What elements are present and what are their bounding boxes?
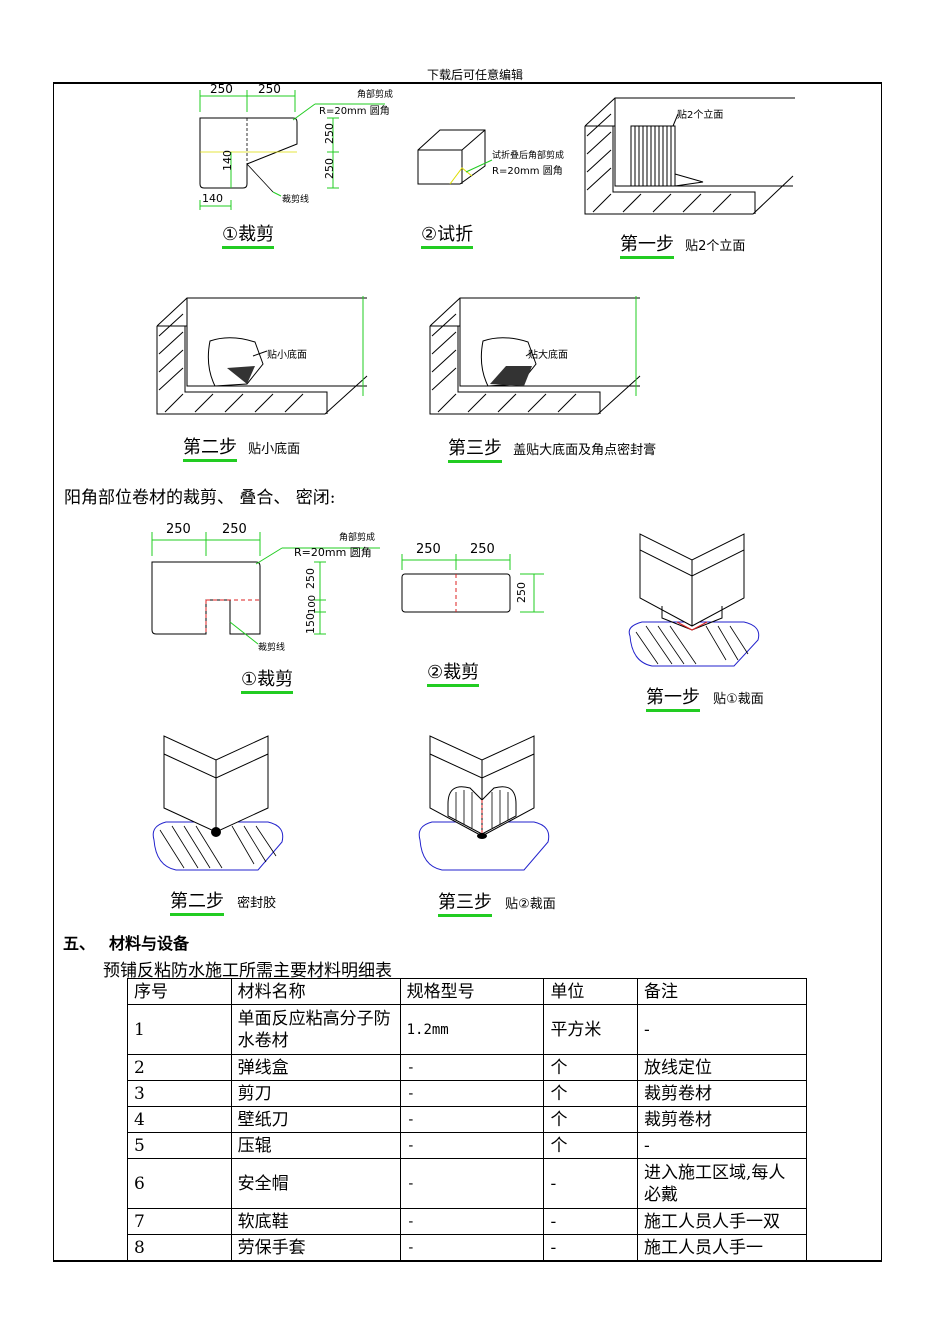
table-row: 1 单面反应粘高分子防水卷材 1.2mm 平方米 -: [127, 1004, 808, 1055]
inner-fold-diagram: 试折叠后角部剪成 R=20mm 圆角: [410, 120, 590, 200]
outer-step1-caption: 第一步 贴①裁面: [646, 683, 764, 712]
step2-label: 贴小底面: [267, 350, 307, 361]
note-corner: 角部剪成: [357, 90, 394, 100]
o1-dim-top-2: 250: [222, 522, 247, 537]
o1-note-corner: 角部剪成: [339, 533, 376, 543]
outer-cut1-caption: ①裁剪: [241, 665, 294, 694]
step3-label: 贴大底面: [528, 350, 568, 361]
table-header-row: 序号 材料名称 规格型号 单位 备注: [127, 978, 808, 1005]
dim-bottom: 140: [202, 192, 223, 205]
outer-corner-paragraph: 阳角部位卷材的裁剪、 叠合、 密闭:: [64, 488, 336, 508]
table-row: 8 劳保手套 - - 施工人员人手一: [127, 1234, 808, 1261]
o1-dim-top-1: 250: [166, 522, 191, 537]
section-number: 五、: [63, 934, 96, 953]
table-row: 6 安全帽 - - 进入施工区域,每人必戴: [127, 1158, 808, 1209]
table-row: 4 壁纸刀 - 个 裁剪卷材: [127, 1106, 808, 1133]
o1-dim-right-1: 250: [304, 568, 317, 589]
page-header-note: 下载后可任意编辑: [426, 68, 523, 82]
o2-dim-top-1: 250: [416, 542, 441, 557]
outer-cut1-diagram: 250 250 角部剪成 R=20mm 圆角 250 100 150 裁剪线: [150, 522, 390, 657]
outer-cut2-caption: ②裁剪: [427, 658, 480, 687]
o2-dim-top-2: 250: [470, 542, 495, 557]
header-cell: 材料名称: [230, 978, 401, 1005]
outer-step1-diagram: [622, 526, 772, 671]
inner-cut-caption: ①裁剪: [222, 220, 275, 249]
table-row: 7 软底鞋 - - 施工人员人手一双: [127, 1208, 808, 1235]
table-row: 2 弹线盒 - 个 放线定位: [127, 1054, 808, 1081]
inner-step1-caption: 第一步 贴2个立面: [620, 230, 745, 259]
inner-step3-caption: 第三步 盖贴大底面及角点密封膏: [448, 434, 656, 463]
fold-note-2: R=20mm 圆角: [492, 166, 563, 177]
header-cell: 规格型号: [399, 978, 545, 1005]
header-cell: 序号: [127, 978, 232, 1005]
dim-left-vertical: 140: [221, 150, 234, 171]
page-frame: [53, 82, 882, 1262]
inner-step2-caption: 第二步 贴小底面: [183, 433, 300, 462]
step1-label: 贴2个立面: [677, 110, 724, 121]
outer-step2-caption: 第二步 密封胶: [170, 887, 276, 916]
outer-step3-caption: 第三步 贴②裁面: [438, 888, 556, 917]
table-row: 5 压辊 - 个 -: [127, 1132, 808, 1159]
dim-right-2: 250: [323, 158, 336, 179]
table-row: 3 剪刀 - 个 裁剪卷材: [127, 1080, 808, 1107]
outer-cut2-diagram: 250 250 250: [400, 542, 550, 617]
materials-table: 序号 材料名称 规格型号 单位 备注 1 单面反应粘高分子防水卷材 1.2mm …: [127, 978, 808, 1261]
header-cell: 备注: [636, 978, 808, 1005]
outer-step2-diagram: [146, 730, 296, 875]
note-cutline: 裁剪线: [282, 195, 310, 205]
inner-step1-diagram: 贴2个立面: [583, 96, 803, 221]
outer-step3-diagram: [412, 730, 562, 875]
note-radius: R=20mm 圆角: [319, 106, 390, 117]
fold-note-1: 试折叠后角部剪成: [492, 151, 565, 161]
inner-fold-caption: ②试折: [421, 220, 474, 249]
section-title: 材料与设备: [109, 934, 190, 953]
dim-top-2: 250: [258, 82, 281, 96]
dim-top-1: 250: [210, 82, 233, 96]
o1-dim-right-3: 150: [304, 613, 317, 634]
inner-cut-diagram: 250 250 角部剪成 R=20mm 圆角 250 250 140 裁剪线 1…: [185, 82, 405, 212]
o1-dim-right-2: 100: [307, 594, 319, 615]
o2-dim-right: 250: [515, 582, 528, 603]
header-cell: 单位: [543, 978, 638, 1005]
o1-note-cutline: 裁剪线: [258, 643, 286, 653]
section-heading: 五、材料与设备: [63, 930, 189, 954]
circle-num: ①: [222, 224, 239, 245]
inner-step2-diagram: 贴小底面: [155, 296, 375, 421]
table-title: 预铺反粘防水施工所需主要材料明细表: [103, 961, 392, 981]
dim-right-1: 250: [323, 123, 336, 144]
o1-note-radius: R=20mm 圆角: [294, 546, 372, 559]
inner-step3-diagram: 贴大底面: [428, 296, 648, 421]
